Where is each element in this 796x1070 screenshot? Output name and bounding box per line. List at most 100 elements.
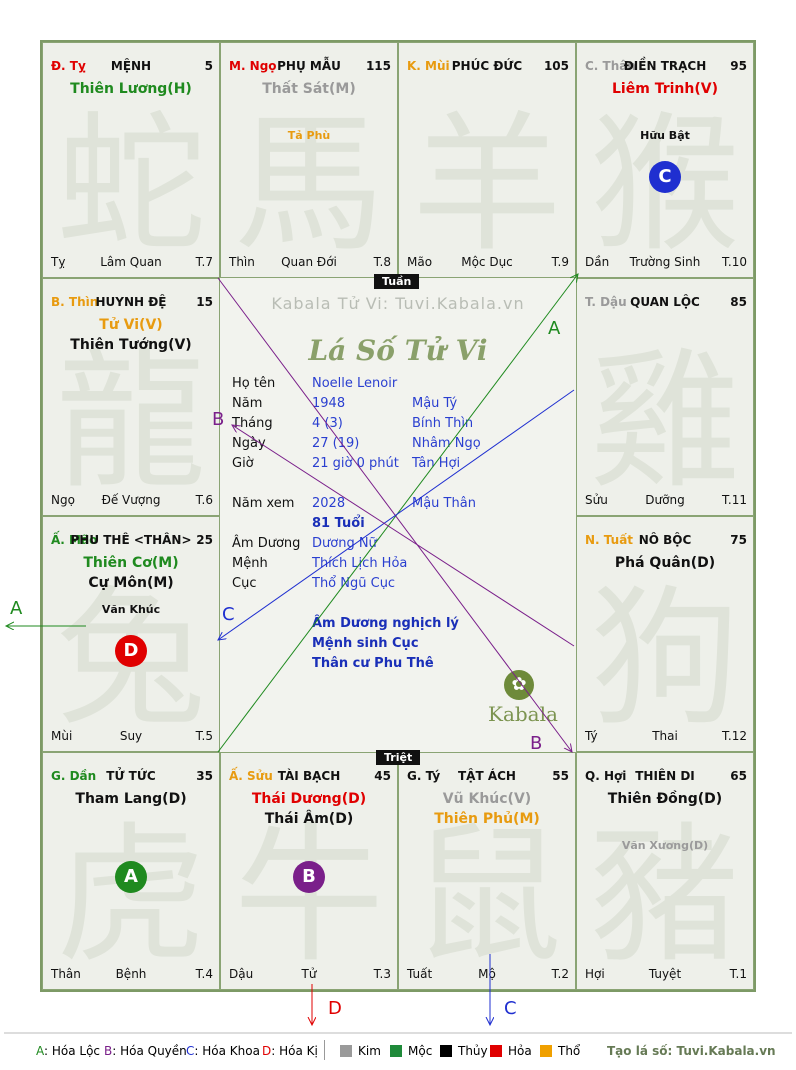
info-label: Họ tên <box>232 376 276 391</box>
view-year-label: Năm xem <box>232 496 295 511</box>
main-stars: Tử Vi(V)Thiên Tướng(V) <box>43 315 219 355</box>
minor-star: Văn Khúc <box>101 603 161 616</box>
minor-star: Tả Phù <box>287 129 331 142</box>
palace-branch: Đ. Tỵ <box>51 59 86 73</box>
legend-hoa-quyen: B: Hóa Quyền <box>104 1044 187 1058</box>
palace-cycle: T.12 <box>722 729 747 743</box>
element-Thổ: Thổ <box>540 1044 580 1058</box>
transform-badge-c: C <box>649 161 681 193</box>
element-label: Hỏa <box>508 1044 532 1058</box>
palace-cycle: T.10 <box>722 255 747 269</box>
element-swatch <box>490 1045 502 1057</box>
palace-number: 35 <box>196 769 213 783</box>
info-value: Thổ Ngũ Cục <box>312 576 396 591</box>
zodiac-watermark-icon: 豬 <box>589 809 741 984</box>
palace-branch: N. Tuất <box>585 533 634 547</box>
palace-bottom-branch: Tý <box>585 729 598 743</box>
legend-hoa-ki: D: Hóa Kị <box>262 1044 318 1058</box>
main-stars: Thiên Lương(H) <box>43 79 219 99</box>
zodiac-watermark-icon: 雞 <box>589 335 741 510</box>
palace-cycle: T.4 <box>195 967 213 981</box>
info-label: Giờ <box>232 456 254 471</box>
palace-number: 15 <box>196 295 213 309</box>
view-year: 2028 <box>312 496 346 511</box>
info-can-chi: Tân Hợi <box>412 456 461 471</box>
legend-bar: A: Hóa Lộc B: Hóa Quyền C: Hóa Khoa D: H… <box>0 1040 796 1064</box>
element-swatch <box>390 1045 402 1057</box>
palace-name: TỬ TỨC <box>106 769 156 783</box>
palace-life-stage: Quan Đới <box>281 255 337 269</box>
palace-branch: Q. Hợi <box>585 769 627 783</box>
transform-badge-b: B <box>293 861 325 893</box>
info-label: Tháng <box>232 416 273 431</box>
main-stars: Thái Dương(D)Thái Âm(D) <box>221 789 397 829</box>
palace-number: 55 <box>552 769 569 783</box>
palace-bottom-branch: Tỵ <box>51 255 66 269</box>
main-stars: Vũ Khúc(V)Thiên Phủ(M) <box>399 789 575 829</box>
main-stars: Thiên Cơ(M)Cự Môn(M) <box>43 553 219 593</box>
info-can-chi: Bính Thìn <box>412 416 474 431</box>
palace-bottom-branch: Mùi <box>51 729 73 743</box>
palace-bottom-branch: Dậu <box>229 967 254 981</box>
palace-bottom-branch: Thân <box>51 967 81 981</box>
palace-life-stage: Mộc Dục <box>461 255 513 269</box>
info-value: 4 (3) <box>312 416 343 431</box>
info-value: Noelle Lenoir <box>312 376 398 391</box>
label-a-outer: A <box>10 598 23 619</box>
main-star: Thái Âm(D) <box>264 811 354 827</box>
palace-cycle: T.5 <box>195 729 213 743</box>
age: 81 Tuổi <box>312 516 365 531</box>
palace-branch: Ấ. Sửu <box>229 769 273 783</box>
main-star: Liêm Trinh(V) <box>612 81 718 97</box>
info-label: Năm <box>232 396 263 411</box>
palace-number: 95 <box>730 59 747 73</box>
info-can-chi: Nhâm Ngọ <box>412 436 481 451</box>
palace-life-stage: Trường Sinh <box>629 255 701 269</box>
palace-branch: K. Mùi <box>407 59 450 73</box>
main-star: Thiên Đồng(D) <box>607 791 723 807</box>
palace-life-stage: Tuyệt <box>648 967 682 981</box>
palace-branch: T. Dậu <box>585 295 627 309</box>
palace-bottom-branch: Sửu <box>585 493 608 507</box>
tuan-tag: Tuần <box>374 274 420 289</box>
element-swatch <box>440 1045 452 1057</box>
zodiac-watermark-icon: 龍 <box>55 335 207 510</box>
palace-branch: G. Dần <box>51 769 97 783</box>
info-label: Ngày <box>232 436 266 451</box>
palace-bottom-branch: Dần <box>585 255 610 269</box>
palace-number: 105 <box>543 59 569 73</box>
palace-cycle: T.7 <box>195 255 213 269</box>
palace-name: NÔ BỘC <box>638 533 692 547</box>
palace-number: 75 <box>730 533 747 547</box>
main-stars: Thiên Đồng(D) <box>577 789 753 809</box>
watermark-text: Kabala Tử Vi: Tuvi.Kabala.vn <box>271 294 525 313</box>
palace-life-stage: Lâm Quan <box>100 255 162 269</box>
info-label: Cục <box>232 576 257 591</box>
main-star: Tham Lang(D) <box>75 791 187 807</box>
main-star: Thiên Cơ(M) <box>83 555 179 571</box>
palace-branch: Ấ. Mão <box>51 533 98 547</box>
palace-cycle: T.9 <box>551 255 569 269</box>
info-value: 1948 <box>312 396 346 411</box>
minor-star: Văn Xương(D) <box>621 839 709 852</box>
palace-name: THIÊN DI <box>635 769 695 783</box>
zodiac-watermark-icon: 虎 <box>55 809 207 984</box>
palace-life-stage: Tử <box>301 967 317 981</box>
triet-tag: Triệt <box>376 750 421 765</box>
logo-text: Kabala <box>488 702 558 726</box>
main-star: Thiên Phủ(M) <box>434 811 540 827</box>
palace-bottom-branch: Ngọ <box>51 493 75 507</box>
info-value: 21 giờ 0 phút <box>312 456 399 471</box>
info-label: Âm Dương <box>232 536 301 551</box>
element-Kim: Kim <box>340 1044 381 1058</box>
